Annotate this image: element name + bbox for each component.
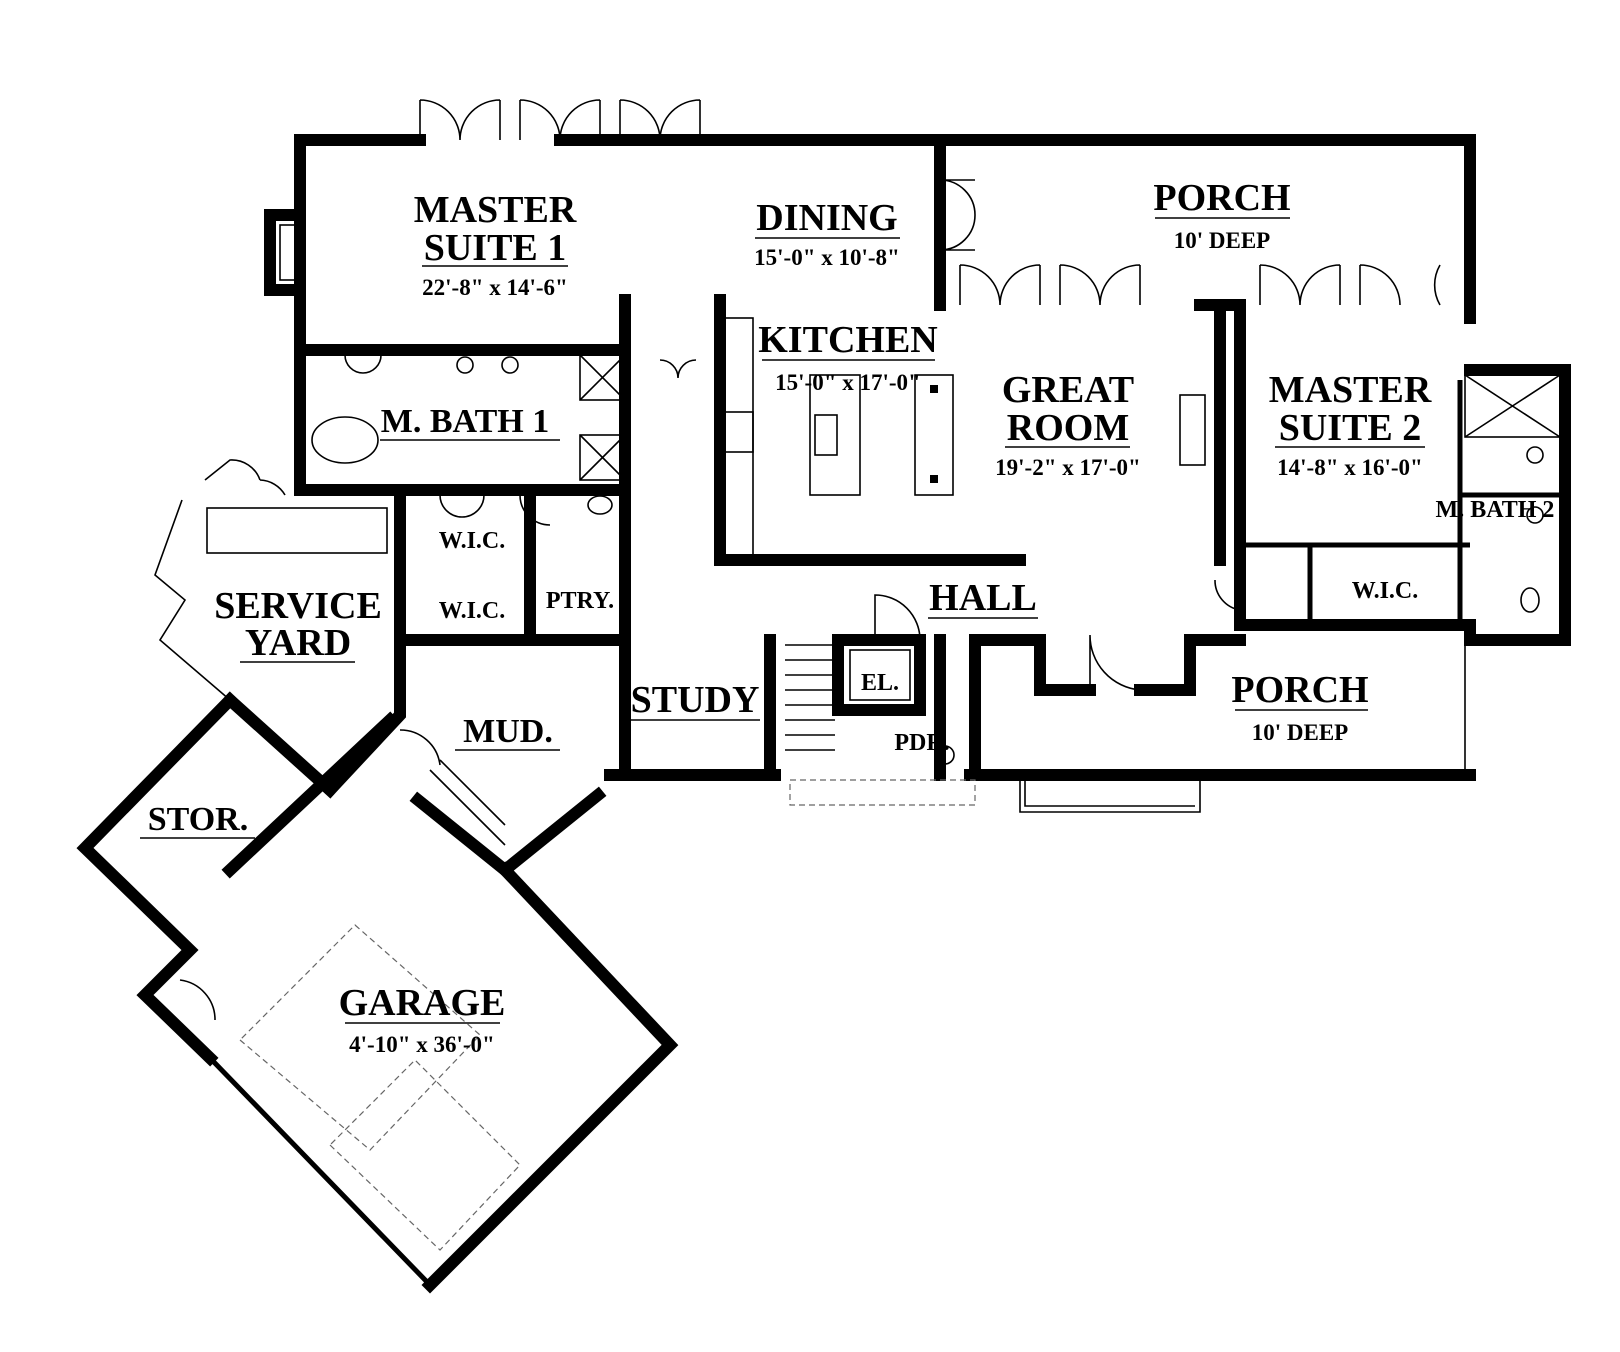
dining-label: DINING bbox=[756, 197, 897, 239]
porch-rear-label: PORCH bbox=[1153, 177, 1290, 219]
master-suite-2-label-2: SUITE 2 bbox=[1279, 407, 1422, 449]
master-suite-1-label-2: SUITE 1 bbox=[424, 227, 567, 269]
storage-label: STOR. bbox=[148, 801, 248, 838]
porch-front-label: PORCH bbox=[1231, 669, 1368, 711]
garage-walls bbox=[76, 691, 679, 1294]
m-bath-1-label: M. BATH 1 bbox=[381, 403, 549, 440]
interior-walls bbox=[294, 134, 1565, 781]
service-yard-label-2: YARD bbox=[245, 622, 351, 664]
master-suite-2-dims: 14'-8" x 16'-0" bbox=[1277, 455, 1423, 480]
service-yard-label: SERVICE bbox=[214, 585, 382, 627]
door-swings bbox=[154, 99, 1441, 1021]
wic-a-label: W.I.C. bbox=[439, 528, 505, 554]
great-room-dims: 19'-2" x 17'-0" bbox=[995, 455, 1141, 480]
elevator-label: EL. bbox=[861, 670, 899, 696]
dining-dims: 15'-0" x 10'-8" bbox=[754, 245, 900, 270]
powder-label: PDR. bbox=[894, 730, 949, 756]
great-room-label: GREAT bbox=[1002, 369, 1134, 411]
master-suite-1-label: MASTER bbox=[414, 189, 577, 231]
pantry-label: PTRY. bbox=[546, 588, 614, 614]
room-labels: MASTER SUITE 1 22'-8" x 14'-6" DINING 15… bbox=[140, 177, 1554, 1057]
porch-front-dims: 10' DEEP bbox=[1252, 720, 1348, 745]
wic-c-label: W.I.C. bbox=[1352, 578, 1418, 604]
fixtures bbox=[206, 224, 1561, 1251]
kitchen-label: KITCHEN bbox=[758, 319, 937, 361]
garage-label: GARAGE bbox=[339, 982, 506, 1024]
master-suite-1-dims: 22'-8" x 14'-6" bbox=[422, 275, 568, 300]
garage-dims: 4'-10" x 36'-0" bbox=[349, 1032, 495, 1057]
wic-b-label: W.I.C. bbox=[439, 598, 505, 624]
great-room-label-2: ROOM bbox=[1007, 407, 1129, 449]
kitchen-dims: 15'-0" x 17'-0" bbox=[775, 370, 921, 395]
porch-lines bbox=[1019, 140, 1466, 813]
m-bath-2-label: M. BATH 2 bbox=[1436, 497, 1555, 523]
mud-label: MUD. bbox=[463, 713, 553, 750]
hall-label: HALL bbox=[929, 577, 1037, 619]
study-label: STUDY bbox=[631, 679, 760, 721]
master-suite-2-label: MASTER bbox=[1269, 369, 1432, 411]
porch-rear-dims: 10' DEEP bbox=[1174, 228, 1270, 253]
